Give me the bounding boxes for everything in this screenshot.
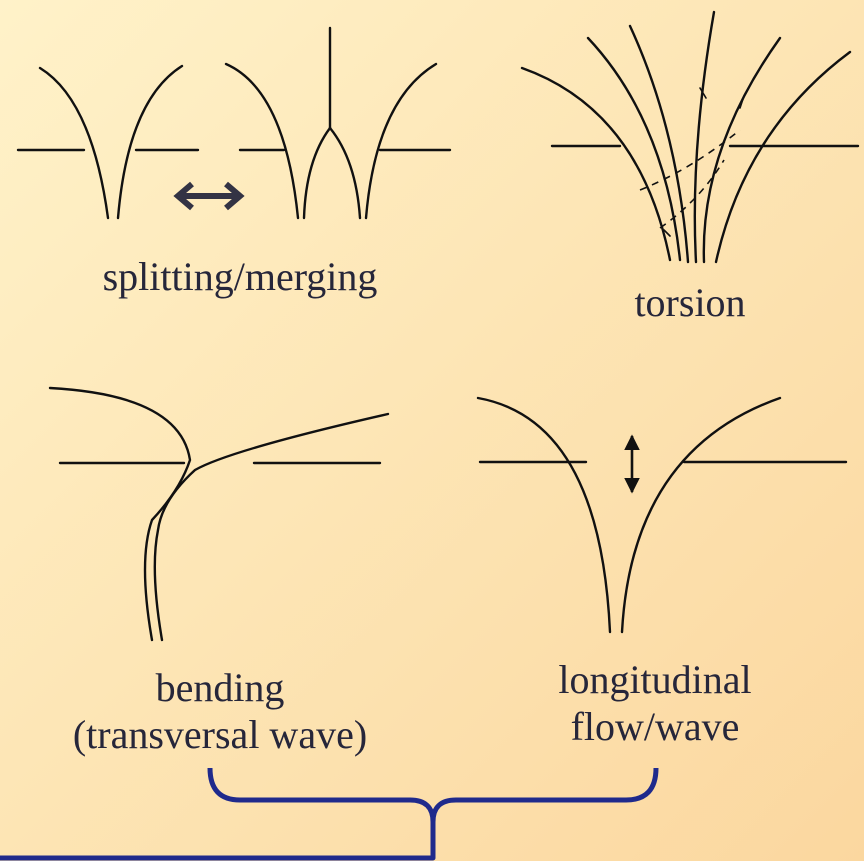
splitting-arrow [178, 184, 240, 208]
splitting-merging-panel: splitting/merging [18, 28, 450, 299]
single-flux-tube [18, 66, 198, 218]
bent-flux-tube [50, 388, 388, 640]
splitting-merging-label: splitting/merging [103, 254, 378, 299]
torsion-label: torsion [634, 280, 745, 325]
bending-panel: bending (transversal wave) [50, 388, 388, 757]
longitudinal-panel: longitudinal flow/wave [478, 398, 846, 749]
bending-label-line1: bending [156, 665, 285, 710]
longitudinal-flux-tube [478, 398, 846, 632]
split-flux-tube [226, 28, 450, 218]
longitudinal-label-line2: flow/wave [571, 704, 740, 749]
grouping-brace [0, 768, 656, 858]
twisted-flux-tube [522, 12, 858, 262]
longitudinal-label-line1: longitudinal [558, 657, 751, 702]
bending-label-line2: (transversal wave) [73, 712, 367, 757]
torsion-panel: torsion [522, 12, 858, 325]
